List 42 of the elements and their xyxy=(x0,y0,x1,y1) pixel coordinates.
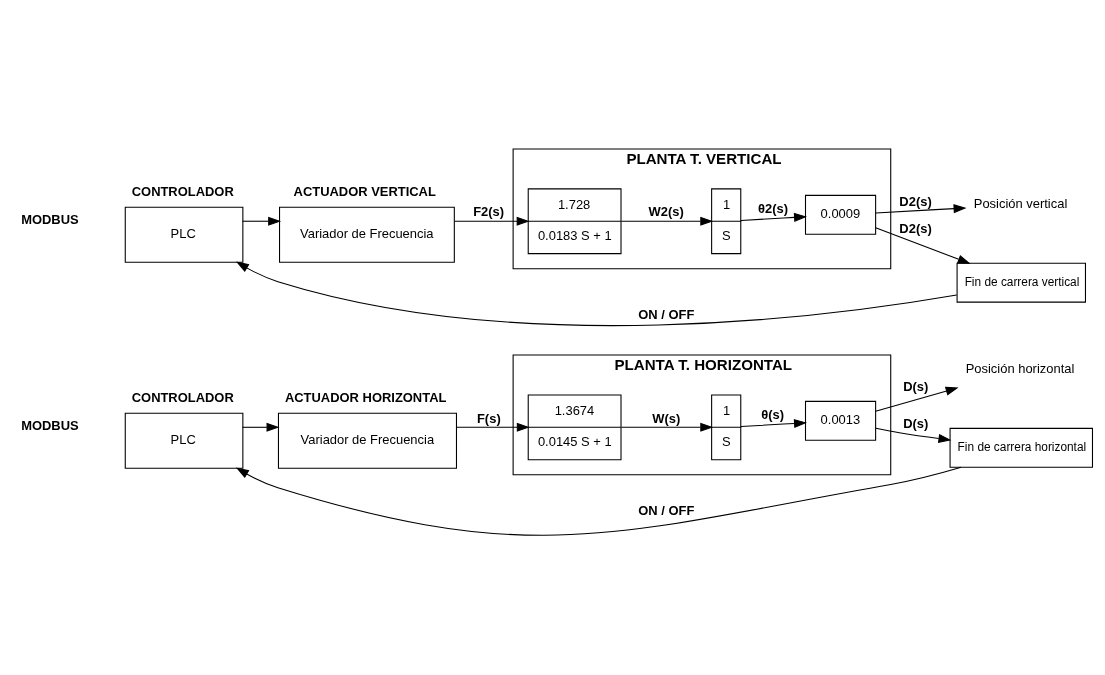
edge-label: D(s) xyxy=(903,378,929,394)
edge-label: D2(s) xyxy=(899,193,932,209)
node-label: ACTUADOR HORIZONTAL xyxy=(284,389,447,405)
arrow xyxy=(740,212,807,222)
node-label: ACTUADOR VERTICAL xyxy=(293,183,436,199)
arrow xyxy=(620,422,714,432)
edge-label: θ(s) xyxy=(761,406,785,422)
node-text: Posición vertical xyxy=(973,195,1068,211)
arrow xyxy=(454,216,530,226)
label: MODBUS xyxy=(21,211,79,226)
node-label: CONTROLADOR xyxy=(131,183,234,199)
edge-label: D(s) xyxy=(903,415,929,431)
node-box: Fin de carrera horizontal xyxy=(949,427,1093,468)
edge-label: D2(s) xyxy=(899,220,932,236)
label: MODBUS xyxy=(21,417,79,433)
arrow xyxy=(235,261,958,326)
arrow xyxy=(241,216,282,226)
edge-label: ON / OFF xyxy=(638,306,695,322)
edge-label: ON / OFF xyxy=(638,502,695,518)
node-box: 0.0009 xyxy=(804,194,877,235)
node-box: 0.0013 xyxy=(804,400,877,441)
arrow xyxy=(235,466,962,536)
node-box: Variador de Frecuencia xyxy=(279,206,455,263)
arrow xyxy=(875,386,959,412)
node-box: Variador de Frecuencia xyxy=(277,412,458,469)
node-box: PLC xyxy=(124,412,244,469)
node-label: CONTROLADOR xyxy=(131,389,234,405)
arrow xyxy=(875,427,952,443)
node-text: Posición horizontal xyxy=(965,360,1075,376)
edge-label: F(s) xyxy=(476,410,501,426)
arrow xyxy=(875,226,971,264)
node-box: PLC xyxy=(124,206,244,263)
arrow xyxy=(620,216,714,226)
arrow xyxy=(875,203,967,213)
arrow xyxy=(740,418,807,428)
edge-label: W2(s) xyxy=(648,203,684,219)
edge-label: θ2(s) xyxy=(758,200,789,216)
arrow xyxy=(455,422,530,432)
node-box: Fin de carrera vertical xyxy=(956,262,1086,303)
edge-label: F2(s) xyxy=(473,203,505,219)
arrow xyxy=(241,422,280,432)
edge-label: W(s) xyxy=(652,410,681,426)
